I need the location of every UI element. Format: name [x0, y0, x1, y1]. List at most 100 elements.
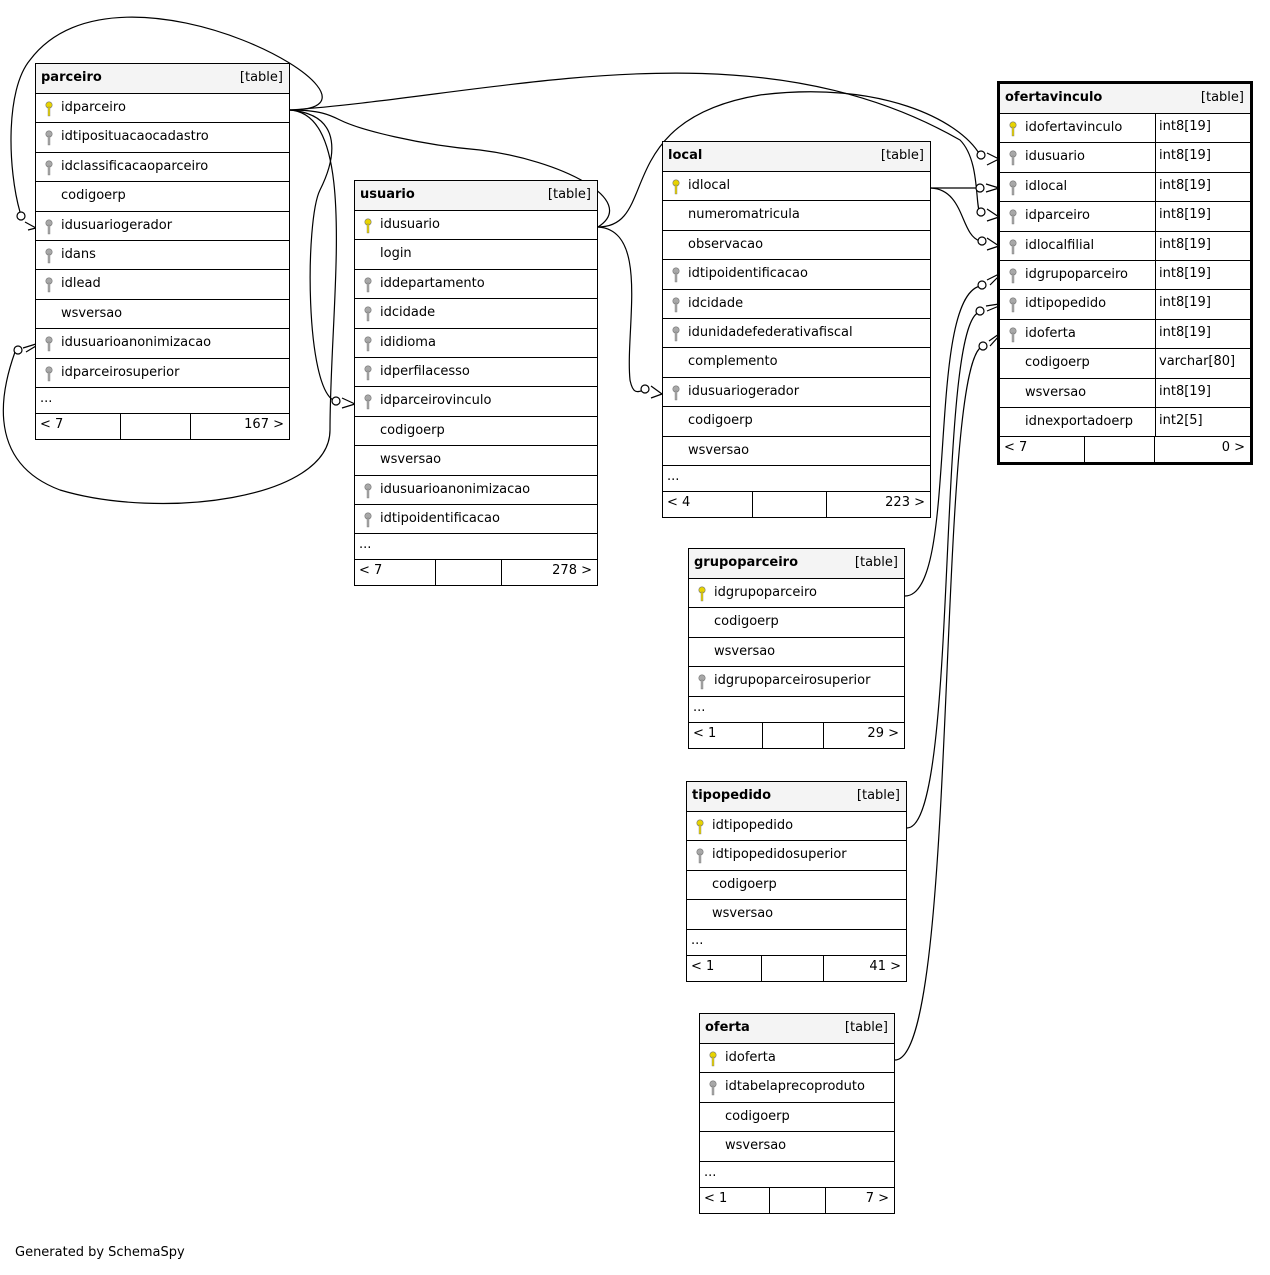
edge-circle — [640, 384, 650, 394]
column-name: idtipoidentificacao — [688, 266, 808, 282]
column-row[interactable]: codigoerp — [687, 871, 906, 901]
column-row[interactable]: idcidade — [355, 299, 597, 329]
column-row[interactable]: wsversao — [663, 437, 930, 466]
column-row[interactable]: ididioma — [355, 329, 597, 358]
column-row[interactable]: complemento — [663, 348, 930, 378]
parents-count[interactable]: < 1 — [704, 1190, 728, 1206]
parents-count[interactable]: < 1 — [693, 725, 717, 741]
column-row[interactable]: idperfilacesso — [355, 358, 597, 388]
column-row[interactable]: codigoerp — [355, 417, 597, 447]
column-row[interactable]: wsversao — [355, 446, 597, 476]
foreign-key-icon — [363, 483, 373, 499]
parents-count[interactable]: < 7 — [1004, 440, 1028, 456]
column-row[interactable]: idgrupoparceirosuperior — [689, 667, 904, 697]
children-count[interactable]: 29 > — [867, 725, 899, 741]
column-row[interactable]: wsversao — [687, 900, 906, 930]
column-row[interactable]: codigoerp — [689, 608, 904, 638]
column-row[interactable]: codigoerp — [36, 182, 289, 212]
column-row[interactable]: idtipopedidosuperior — [687, 841, 906, 871]
column-row[interactable]: idtipoidentificacao — [355, 505, 597, 535]
column-row[interactable]: idlead — [36, 270, 289, 300]
column-row[interactable]: numeromatricula — [663, 201, 930, 231]
column-row[interactable]: wsversao — [689, 638, 904, 668]
column-row[interactable]: idunidadefederativafiscal — [663, 319, 930, 349]
column-row[interactable]: idparceiro — [36, 94, 289, 124]
column-row[interactable]: idclassificacaoparceiro — [36, 153, 289, 183]
column-row[interactable]: idans — [36, 241, 289, 271]
column-row[interactable]: observacao — [663, 231, 930, 261]
column-name: idgrupoparceiro — [714, 585, 817, 600]
parents-count[interactable]: < 4 — [667, 494, 691, 510]
column-row[interactable]: idtipopedido — [687, 812, 906, 842]
column-name: codigoerp — [61, 188, 126, 204]
children-count[interactable]: 278 > — [552, 563, 592, 579]
column-name: iddepartamento — [380, 275, 485, 291]
column-row[interactable]: wsversao — [700, 1132, 894, 1162]
children-count[interactable]: 167 > — [244, 416, 284, 432]
parents-count[interactable]: < 1 — [691, 958, 715, 974]
column-row[interactable]: idparceirosuperior — [36, 359, 289, 388]
column-name: idgrupoparceirosuperior — [714, 673, 871, 689]
foreign-key-icon — [363, 394, 373, 410]
column-name: codigoerp — [725, 1108, 790, 1124]
foreign-key-icon — [671, 297, 681, 313]
column-row[interactable]: idgrupoparceiro — [689, 579, 904, 609]
column-name: idtipopedido — [712, 818, 794, 833]
column-row[interactable]: idusuario — [355, 211, 597, 241]
parents-count[interactable]: < 7 — [359, 563, 383, 579]
column-row[interactable]: idusuarioanonimizacao — [36, 329, 289, 359]
column-name: idlocal — [1025, 178, 1068, 194]
column-row[interactable]: idlocal — [663, 172, 930, 202]
column-row[interactable]: idparceirovinculo — [355, 387, 597, 417]
column-name: idgrupoparceiro — [1025, 266, 1128, 282]
foreign-key-icon — [671, 326, 681, 342]
column-row[interactable]: iddepartamento — [355, 270, 597, 300]
foreign-key-icon — [44, 130, 54, 146]
column-row[interactable]: idcidade — [663, 290, 930, 319]
column-row[interactable]: idusuariogerador — [663, 378, 930, 408]
column-row[interactable]: idtabelaprecoproduto — [700, 1073, 894, 1103]
foreign-key-icon — [363, 365, 373, 381]
column-row[interactable]: idusuariogerador — [36, 212, 289, 241]
more-columns-ellipsis: ... — [687, 930, 906, 956]
column-name: idparceirosuperior — [61, 364, 180, 380]
children-count[interactable]: 223 > — [885, 494, 925, 510]
column-row[interactable]: login — [355, 240, 597, 270]
children-count[interactable]: 0 > — [1221, 440, 1245, 456]
primary-key-icon — [697, 586, 707, 602]
column-row[interactable]: idtiposituacaocadastro — [36, 123, 289, 153]
column-name: wsversao — [380, 452, 442, 468]
foreign-key-icon — [1008, 327, 1018, 343]
column-row[interactable]: idtipoidentificacao — [663, 260, 930, 290]
children-count[interactable]: 7 > — [865, 1190, 889, 1206]
column-row[interactable]: idusuarioanonimizacao — [355, 476, 597, 505]
column-row[interactable]: codigoerp — [700, 1103, 894, 1133]
parents-count[interactable]: < 7 — [40, 416, 64, 432]
column-row[interactable]: wsversao — [36, 300, 289, 330]
column-name: login — [380, 246, 412, 262]
column-row[interactable]: idoferta — [700, 1044, 894, 1074]
column-name: idusuarioanonimizacao — [61, 335, 212, 351]
children-count[interactable]: 41 > — [869, 958, 901, 974]
table-header: oferta[table] — [700, 1014, 894, 1044]
column-row[interactable]: codigoerp — [663, 407, 930, 437]
column-name: idusuariogerador — [688, 383, 800, 399]
